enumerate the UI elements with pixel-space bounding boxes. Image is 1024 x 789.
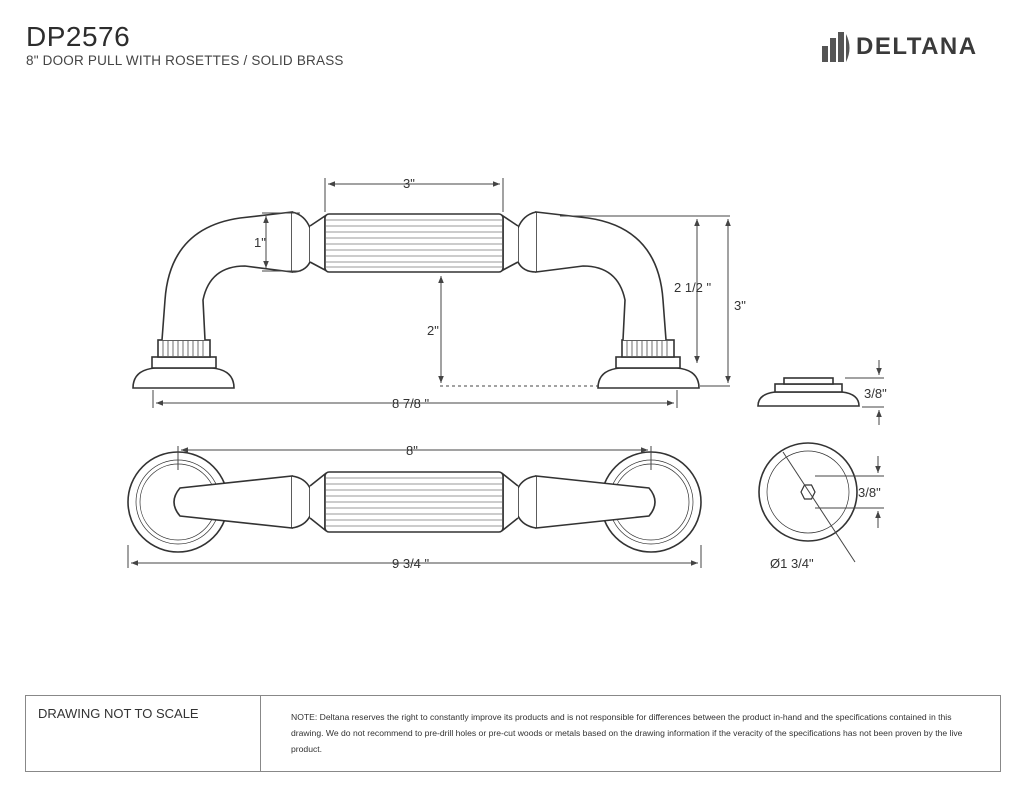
rosette-side-view [757,377,860,407]
dim-overall-height-inner: 2 1/2 " [674,280,712,295]
model-number: DP2576 [26,21,131,52]
scale-note-cell: DRAWING NOT TO SCALE [26,696,261,771]
dim-screw-size: 3/8" [858,485,881,500]
dim-rosette-thickness: 3/8" [864,386,887,401]
deltana-logo: DELTANA [820,30,1004,64]
rosette-top-view [758,442,858,542]
footer-notes: DRAWING NOT TO SCALE NOTE: Deltana reser… [25,695,1001,772]
dim-front-overall-length: 8 7/8 " [392,396,430,411]
top-view-dimensions [127,446,702,568]
dim-center-to-center: 8" [406,443,418,458]
logo-mark-icon [822,32,850,62]
scale-note: DRAWING NOT TO SCALE [38,706,199,721]
dim-overall-height: 3" [734,298,746,313]
disclaimer-note: NOTE: Deltana reserves the right to cons… [291,712,963,754]
dim-rosette-diameter: Ø1 3/4" [770,556,814,571]
dim-grip-height: 1" [254,235,266,250]
dim-fluted-length: 3" [403,176,415,191]
product-subtitle: 8" DOOR PULL WITH ROSETTES / SOLID BRASS [26,53,344,68]
front-view-dimensions [152,178,731,408]
dim-clearance: 2" [427,323,439,338]
brand-name: DELTANA [856,33,978,60]
front-view [132,211,700,389]
top-view [127,451,702,553]
dim-top-overall-length: 9 3/4 " [392,556,430,571]
